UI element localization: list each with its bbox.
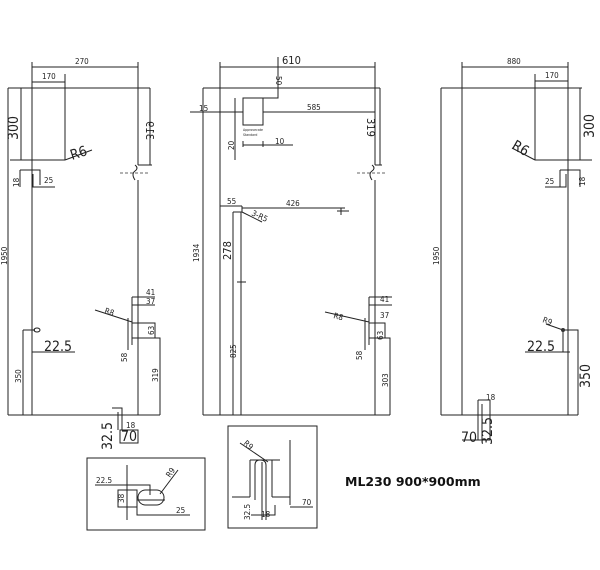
right-foot-l-label: 70 (461, 430, 477, 446)
detail-2-d18-label: 18 (261, 510, 271, 519)
detail-1-inset: 22.5 38 R9 25 (86, 457, 206, 531)
middle-d63-label: 63 (376, 331, 385, 340)
left-d63-label: 63 (147, 326, 156, 335)
middle-d426-label: 426 (286, 199, 300, 208)
left-d41-label: 41 (146, 288, 155, 297)
middle-height-label: 1934 (192, 243, 201, 262)
detail-1-d22-5-label: 22.5 (96, 476, 112, 485)
middle-d20-label: 20 (227, 140, 236, 150)
detail-1-radius-label: R9 (164, 466, 177, 479)
left-d58-label: 58 (120, 352, 129, 362)
right-hinge-h-label: 18 (578, 176, 587, 186)
right-width-label: 880 (507, 57, 521, 66)
middle-d58-label: 58 (355, 350, 364, 360)
left-height-label: 1950 (0, 246, 9, 265)
middle-d41-label: 41 (380, 295, 389, 304)
model-title: ML230 900*900mm (345, 474, 481, 489)
left-offset-label: 170 (42, 72, 56, 81)
right-handle-offset-label: 22.5 (527, 339, 555, 355)
middle-d825-label: 825 (229, 344, 238, 358)
left-foot-l-label: 70 (121, 429, 137, 445)
detail-2-d32-5-label: 32.5 (243, 504, 252, 520)
middle-top-hinge-label: 319 (364, 118, 377, 137)
middle-panel-drawing: 610 50 15 585 Approvecate Standard 10 20… (190, 54, 392, 416)
left-bottom-hinge-label: 319 (151, 368, 160, 382)
middle-note-line2: Standard (243, 133, 257, 137)
left-hinge-h-label: 18 (12, 177, 21, 187)
detail-1-d38-label: 38 (117, 493, 126, 503)
right-foot-w-label: 18 (486, 393, 496, 402)
right-handle-height-label: 350 (578, 364, 594, 388)
middle-r8-label: R8 (332, 311, 344, 322)
right-top-drop-label: 300 (582, 114, 598, 138)
left-hinge-w-label: 25 (44, 176, 53, 185)
left-foot-h-label: 32.5 (100, 422, 116, 450)
right-offset-label: 170 (545, 71, 559, 80)
middle-d10-label: 10 (275, 137, 285, 146)
middle-d37-label: 37 (380, 311, 389, 320)
left-radius-label: R6 (68, 143, 89, 163)
left-handle-height-label: 350 (14, 369, 23, 383)
right-radius-label: R6 (509, 138, 532, 160)
right-hinge-w-label: 25 (545, 177, 554, 186)
left-r8-label: R8 (103, 306, 115, 318)
detail-2-radius-label: R9 (242, 439, 255, 452)
detail-1-d25-label: 25 (176, 506, 185, 515)
middle-width-label: 610 (282, 54, 301, 67)
left-foot-w-label: 18 (126, 421, 136, 430)
left-top-drop-label: 300 (6, 116, 22, 140)
middle-d50-label: 50 (274, 76, 283, 86)
detail-2-inset: R9 70 32.5 18 (227, 425, 318, 529)
right-r9-label: R9 (541, 315, 553, 327)
left-width-label: 270 (75, 57, 89, 66)
left-top-hinge-label: 319 (143, 121, 156, 140)
middle-d55-label: 55 (227, 197, 236, 206)
right-foot-h-label: 32.5 (480, 417, 496, 445)
middle-radius-label: 3-R5 (250, 209, 269, 224)
middle-bottom-label: 303 (381, 373, 390, 387)
left-handle-offset-label: 22.5 (44, 339, 72, 355)
right-height-label: 1950 (432, 246, 441, 265)
middle-note-line1: Approvecate (243, 128, 263, 132)
middle-d15-label: 15 (199, 104, 208, 113)
middle-d278-label: 278 (221, 241, 234, 260)
detail-2-d70-label: 70 (302, 498, 312, 507)
right-panel-drawing: 880 170 300 R6 25 18 1950 R9 22.5 350 18… (432, 57, 598, 446)
middle-d585-label: 585 (307, 103, 321, 112)
left-d37-label: 37 (146, 297, 155, 306)
left-panel-drawing: 270 170 300 319 R6 18 25 1950 41 37 R8 6… (0, 57, 161, 450)
